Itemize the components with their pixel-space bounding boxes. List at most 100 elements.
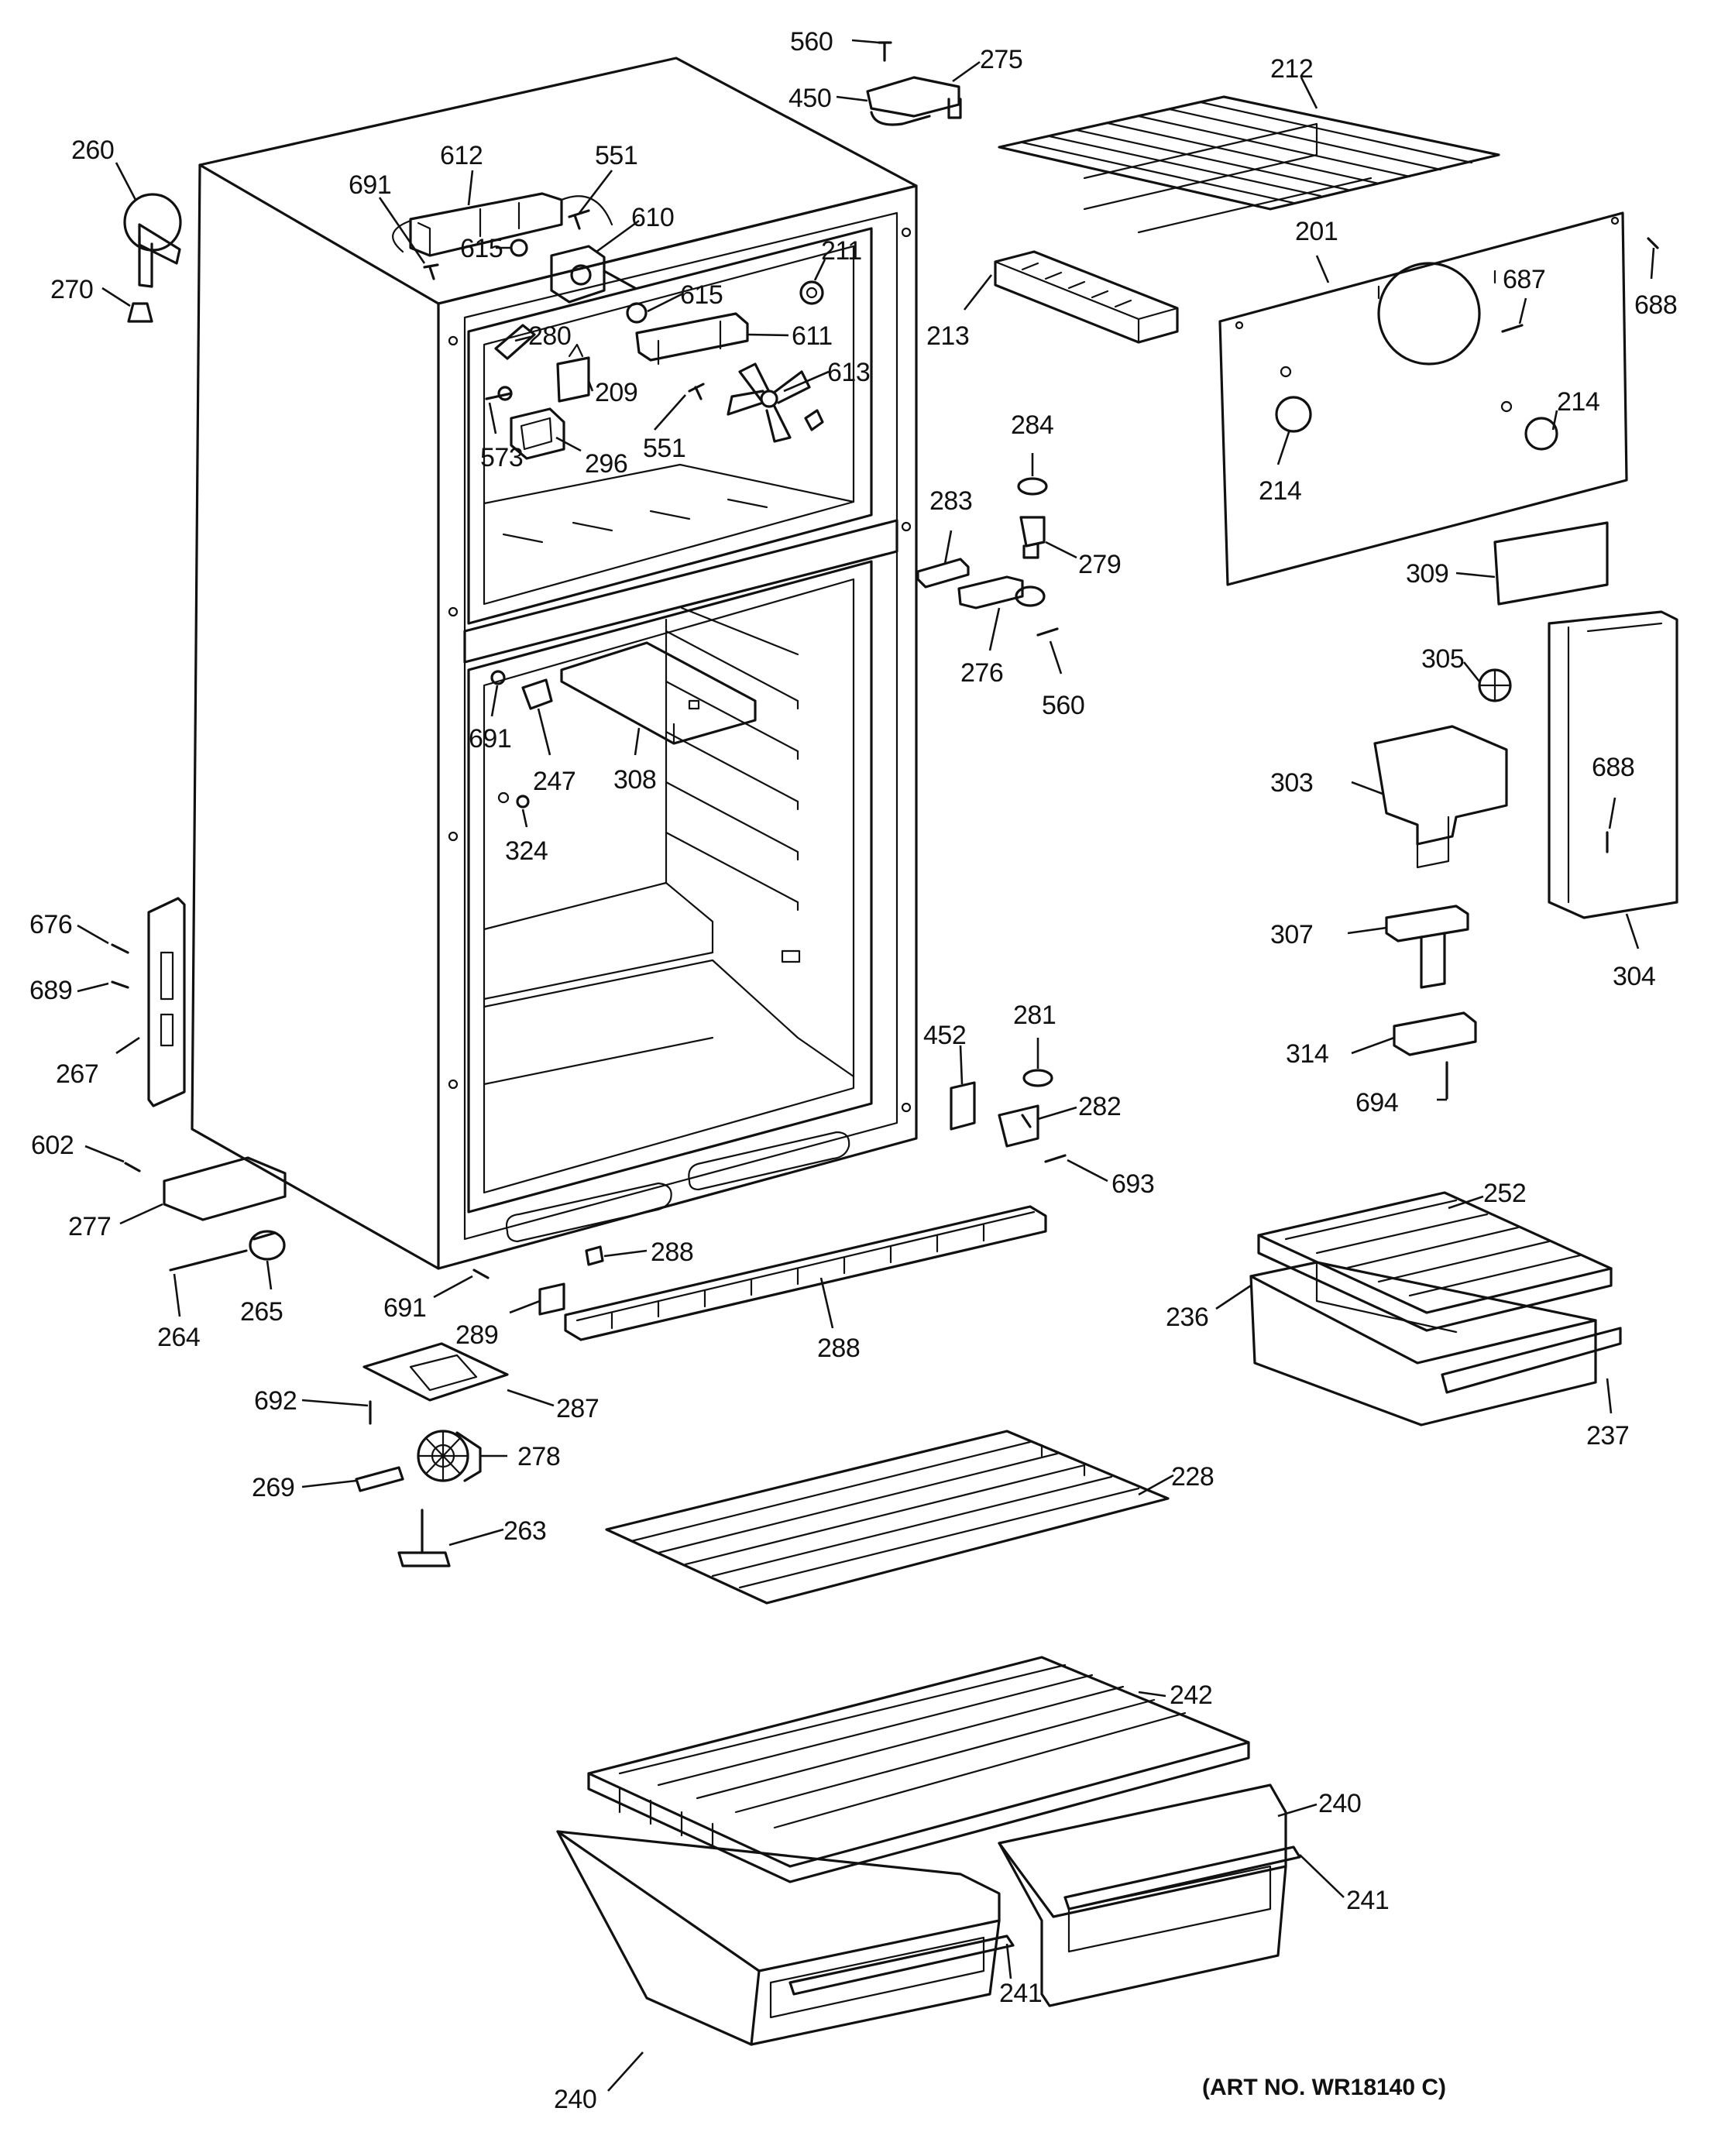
callout-264: 264 [157, 1323, 200, 1352]
callout-688-top: 688 [1634, 290, 1677, 320]
part-201-evaporator-cover [1218, 211, 1628, 586]
callout-283: 283 [929, 486, 972, 516]
callout-689: 689 [29, 976, 72, 1005]
callout-615-left: 615 [460, 234, 503, 263]
callout-275: 275 [980, 45, 1022, 74]
callout-452: 452 [923, 1021, 966, 1050]
callout-288-top: 288 [651, 1238, 693, 1267]
callout-289: 289 [455, 1320, 498, 1350]
callout-267: 267 [56, 1059, 98, 1089]
freezer-components [123, 192, 824, 460]
callout-560-mid: 560 [1042, 691, 1084, 720]
callout-304: 304 [1613, 962, 1655, 991]
part-212-freezer-shelf [998, 95, 1500, 234]
callout-287: 287 [556, 1394, 599, 1423]
callout-692: 692 [254, 1386, 297, 1416]
callout-228: 228 [1171, 1462, 1214, 1492]
callout-676: 676 [29, 910, 72, 939]
part-228-wire-shelf [605, 1430, 1170, 1605]
callout-602: 602 [31, 1131, 74, 1160]
callout-281: 281 [1013, 1001, 1056, 1030]
callout-240-right: 240 [1318, 1789, 1361, 1818]
callout-284: 284 [1011, 410, 1053, 440]
callout-305: 305 [1421, 644, 1464, 674]
part-610 [550, 245, 637, 304]
callout-694: 694 [1355, 1088, 1398, 1117]
callout-693: 693 [1111, 1169, 1154, 1199]
leader-lines [77, 39, 1655, 2092]
callout-269: 269 [252, 1473, 294, 1502]
callout-201: 201 [1295, 217, 1338, 246]
callout-610: 610 [631, 203, 674, 232]
callout-551-top: 551 [595, 141, 637, 170]
callout-615-right: 615 [680, 280, 723, 310]
callout-303: 303 [1270, 768, 1313, 798]
part-236-snack-pan [1249, 1261, 1597, 1426]
part-240-right-crisper [998, 1784, 1287, 2007]
part-252-pan-cover [1257, 1191, 1613, 1332]
callout-691-mid: 691 [469, 724, 511, 754]
part-611 [635, 312, 749, 366]
callout-309: 309 [1406, 559, 1448, 589]
callout-237: 237 [1586, 1421, 1629, 1450]
callout-241-mid: 241 [999, 1979, 1042, 2008]
side-and-base-components [111, 897, 1047, 1567]
callout-691-top: 691 [349, 170, 391, 200]
callout-691-bot: 691 [383, 1293, 426, 1323]
top-hinge-and-freezer-shelf [866, 41, 1659, 606]
callout-688-mid: 688 [1592, 753, 1634, 782]
callout-247: 247 [533, 767, 575, 796]
callout-265: 265 [240, 1297, 283, 1327]
callout-611: 611 [792, 321, 833, 351]
callout-211: 211 [821, 236, 862, 266]
part-242-crisper-cover [587, 1656, 1250, 1883]
callout-263: 263 [503, 1516, 546, 1546]
callout-214-left: 214 [1259, 476, 1301, 506]
part-612 [409, 192, 563, 257]
part-288-grille [564, 1205, 1047, 1341]
callout-labels: 560 275 450 212 260 270 612 551 691 610 … [29, 27, 1678, 2114]
callout-241-right: 241 [1346, 1886, 1389, 1915]
callout-277: 277 [68, 1212, 111, 1241]
art-number: (ART NO. WR18140 C) [1202, 2075, 1446, 2100]
part-260 [123, 193, 182, 288]
callout-240-left: 240 [554, 2085, 596, 2114]
callout-560-top: 560 [790, 27, 833, 57]
part-278-roller [417, 1430, 482, 1482]
callout-314: 314 [1286, 1039, 1328, 1069]
callout-214-right: 214 [1557, 387, 1599, 417]
callout-276: 276 [960, 658, 1003, 688]
drawers-and-shelves [556, 1191, 1622, 2046]
callout-551-mid: 551 [643, 434, 685, 463]
callout-324: 324 [505, 836, 548, 866]
callout-212: 212 [1270, 54, 1313, 84]
callout-260: 260 [71, 136, 114, 165]
callout-213: 213 [926, 321, 969, 351]
callout-307: 307 [1270, 920, 1313, 949]
callout-270: 270 [50, 275, 93, 304]
callout-573: 573 [480, 443, 523, 472]
part-287-leveling-bracket [362, 1342, 509, 1402]
callout-612: 612 [440, 141, 483, 170]
part-240-left-crisper [556, 1830, 1001, 2046]
callout-280: 280 [528, 321, 571, 351]
callout-450: 450 [788, 84, 831, 113]
part-213-ice-tray [994, 250, 1179, 344]
callout-613: 613 [827, 358, 870, 387]
callout-308: 308 [613, 765, 656, 795]
fresh-food-components [490, 641, 757, 808]
callout-282: 282 [1078, 1092, 1121, 1121]
callout-242: 242 [1170, 1681, 1212, 1710]
callout-288-bot: 288 [817, 1334, 860, 1363]
callout-296: 296 [585, 449, 627, 479]
callout-279: 279 [1078, 550, 1121, 579]
dispenser-components [1373, 610, 1678, 1100]
part-613-fan [727, 362, 824, 443]
door-hardware [916, 477, 1067, 1163]
callout-236: 236 [1166, 1303, 1208, 1332]
callout-209: 209 [595, 378, 637, 407]
callout-278: 278 [517, 1442, 560, 1471]
refrigerator-case [191, 57, 918, 1270]
